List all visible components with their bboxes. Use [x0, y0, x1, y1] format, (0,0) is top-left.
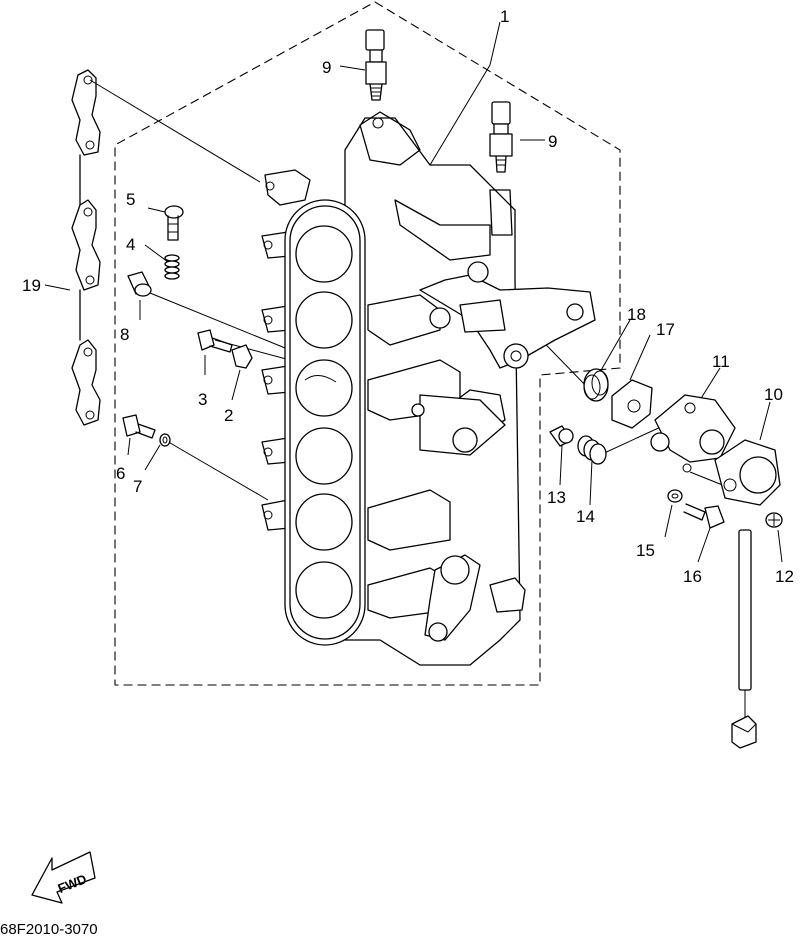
plug-8	[127, 271, 152, 297]
screw-3	[197, 329, 233, 353]
clip-2	[231, 344, 253, 369]
callout-16: 16	[683, 567, 702, 586]
sensor-10	[682, 439, 781, 506]
stud-9-upper	[365, 29, 387, 101]
callout-1: 1	[500, 7, 509, 26]
bracket-11	[650, 394, 736, 463]
assembly-boundary	[114, 1, 621, 686]
callout-18: 18	[627, 305, 646, 324]
callout-15: 15	[636, 541, 655, 560]
throttle-body-1	[344, 111, 596, 666]
spring-4	[164, 254, 180, 280]
callout-14: 14	[576, 507, 595, 526]
spring-14	[577, 435, 607, 465]
plug-13	[549, 425, 574, 447]
washer-7	[159, 433, 171, 447]
sensor-lead	[731, 529, 757, 749]
callout-11: 11	[712, 352, 730, 371]
screw-5	[164, 205, 184, 241]
screw-12	[765, 512, 783, 528]
spring-18	[583, 368, 609, 402]
lever-17	[611, 379, 653, 429]
callout-10: 10	[764, 385, 783, 404]
bore-flange	[284, 199, 366, 646]
screw-16	[683, 503, 725, 529]
screw-6	[122, 414, 156, 439]
callout-12: 12	[775, 567, 794, 586]
callout-labels: 1 9 9 5 4 19 8 3 2 6 7 18 17 11 10 13 14…	[22, 7, 794, 586]
drawing-code: 68F2010-3070	[0, 921, 98, 936]
callout-9-lower: 9	[548, 132, 557, 151]
callout-19: 19	[22, 276, 41, 295]
callout-4: 4	[126, 235, 135, 254]
callout-6: 6	[116, 464, 125, 483]
callout-17: 17	[656, 320, 675, 339]
washer-15	[667, 489, 683, 503]
fwd-arrow-icon	[31, 851, 96, 904]
callout-7: 7	[133, 477, 142, 496]
callout-13: 13	[547, 488, 566, 507]
gasket-19	[71, 69, 101, 426]
callout-5: 5	[126, 190, 135, 209]
callout-8: 8	[120, 325, 129, 344]
callout-9-upper: 9	[322, 58, 331, 77]
stud-9-lower	[489, 101, 513, 173]
callout-3: 3	[198, 390, 207, 409]
callout-2: 2	[224, 406, 233, 425]
